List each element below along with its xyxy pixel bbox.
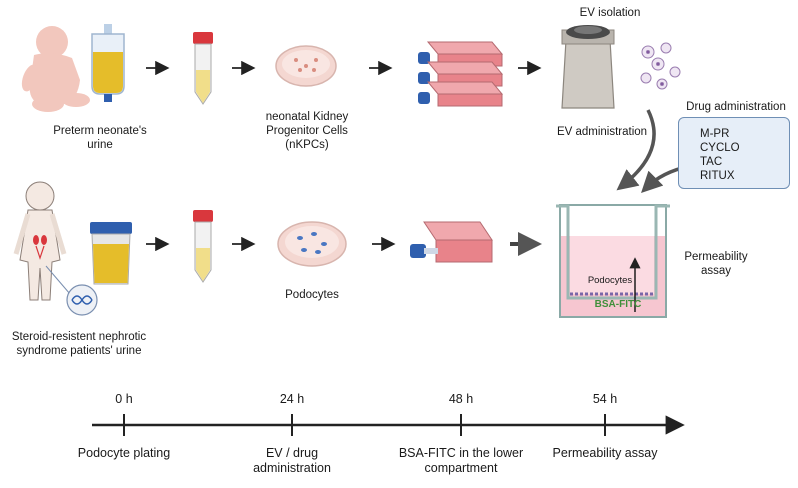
urine-cup-icon <box>90 222 132 285</box>
patient-icon <box>13 181 67 301</box>
drug-list: M-PR CYCLO TAC RITUX <box>700 127 740 183</box>
drug-item: TAC <box>700 156 723 168</box>
timeline-time-label: 24 h <box>279 392 305 406</box>
bsa-fitc-label: BSA-FITC <box>594 299 642 310</box>
flask-stack-icon <box>418 41 504 107</box>
petri-dish-icon <box>277 221 347 267</box>
ev-isolation-label: EV isolation <box>579 7 641 19</box>
ev-administration-label: EV administration <box>556 126 648 138</box>
baby-icon <box>21 26 90 112</box>
insert-podocytes-label: Podocytes <box>587 275 633 286</box>
drug-item: CYCLO <box>700 142 740 154</box>
drug-box <box>678 117 790 189</box>
drug-item: M-PR <box>700 128 730 140</box>
falcon-tube-icon <box>193 210 213 283</box>
petri-dish-icon <box>275 45 337 87</box>
dna-icon <box>45 265 98 316</box>
timeline-time-label: 54 h <box>592 392 618 406</box>
iv-bag-icon <box>91 24 125 102</box>
centrifuge-icon <box>561 25 615 109</box>
vesicles-icon <box>640 42 681 90</box>
drug-administration-label: Drug administration <box>686 101 786 113</box>
timeline-ticks <box>123 414 606 436</box>
timeline-event-label: Podocyte plating <box>77 446 171 460</box>
timeline-time-label: 0 h <box>115 392 133 406</box>
timeline-event-label: Permeability assay <box>552 446 658 460</box>
drug-item: RITUX <box>700 170 735 182</box>
timeline-time-label: 48 h <box>448 392 474 406</box>
transwell-icon <box>556 204 670 318</box>
podocytes-label: Podocytes <box>285 289 339 301</box>
falcon-tube-icon <box>193 32 213 105</box>
flask-stack-icon <box>410 221 493 263</box>
